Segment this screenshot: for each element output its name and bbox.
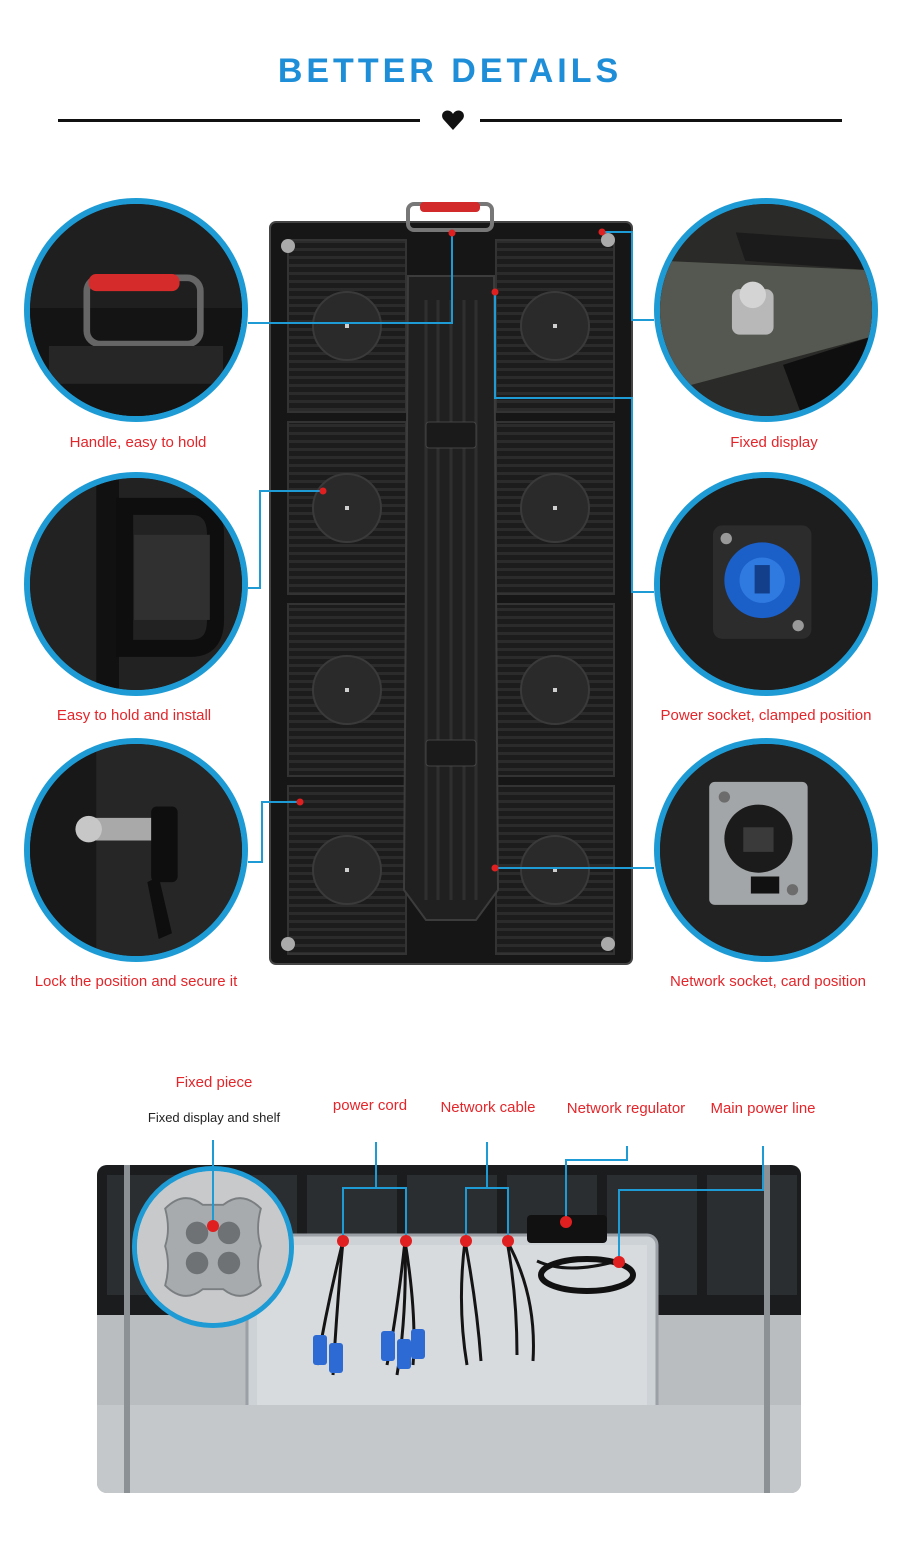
callout-network-socket-label: Network socket, card position [670, 973, 866, 990]
callout-handle-label: Handle, easy to hold [69, 434, 207, 451]
page-title: BETTER DETAILS [277, 52, 623, 90]
detail-side-handle-image [24, 472, 248, 696]
title-divider-left [58, 119, 420, 122]
label-fixed-piece-sub: Fixed display and shelf [147, 1110, 281, 1125]
callout-easy-install-label: Easy to hold and install [56, 707, 212, 724]
label-power-cord: power cord [332, 1097, 408, 1114]
detail-lock-image [24, 738, 248, 962]
led-panel-back [266, 200, 636, 970]
callout-lock-label: Lock the position and secure it [34, 973, 238, 990]
detail-network-socket-image [654, 738, 878, 962]
callout-power-socket-label: Power socket, clamped position [660, 707, 872, 724]
heart-icon [442, 110, 464, 130]
detail-fixed-piece-image [132, 1166, 294, 1328]
detail-fixed-display-image [654, 198, 878, 422]
label-network-regulator: Network regulator [566, 1100, 686, 1117]
detail-power-socket-image [654, 472, 878, 696]
label-fixed-piece: Fixed piece [175, 1074, 253, 1091]
title-divider-right [480, 119, 842, 122]
callout-fixed-display-label: Fixed display [730, 434, 818, 451]
detail-handle-image [24, 198, 248, 422]
label-main-power-line: Main power line [710, 1100, 816, 1117]
label-network-cable: Network cable [440, 1099, 536, 1116]
